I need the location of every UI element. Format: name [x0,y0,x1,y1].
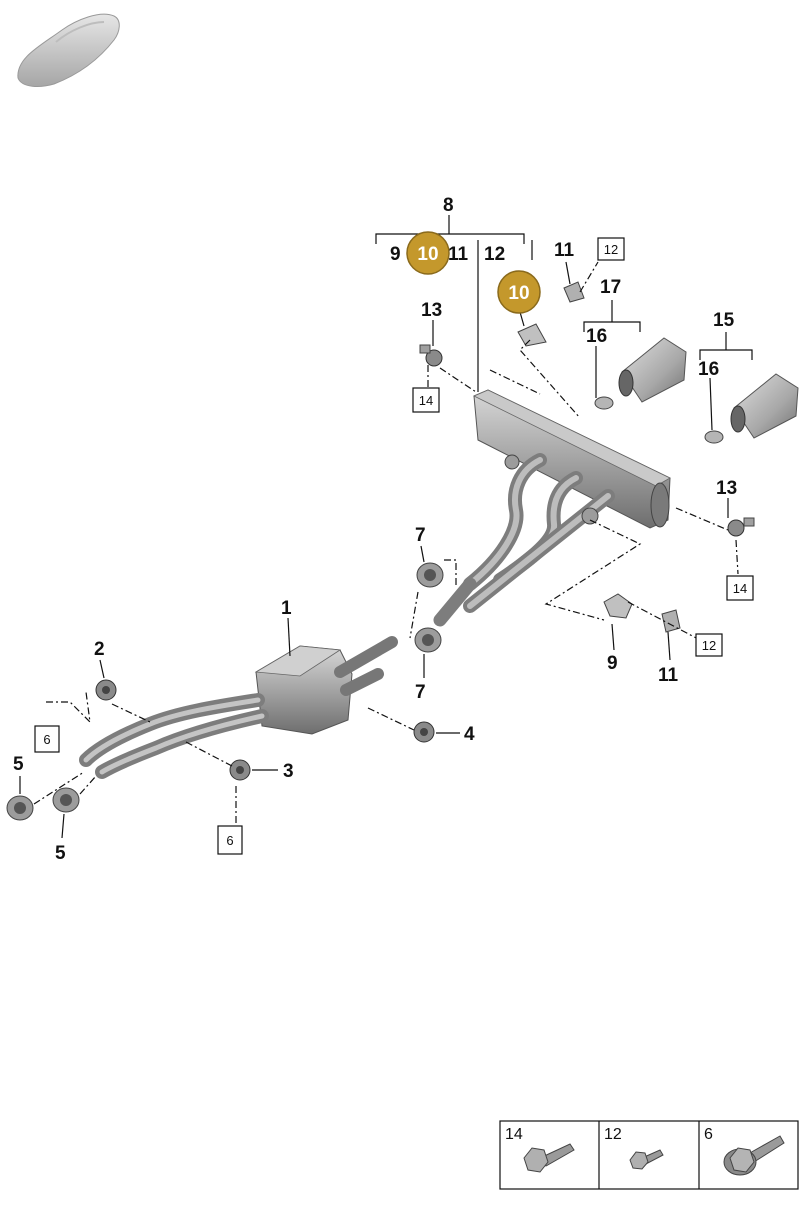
callout-13: 13 [716,478,737,499]
front-silencer [254,636,398,735]
boxed-ref-12-top: 12 [597,237,625,261]
clamp-16-left [594,396,614,410]
callouts: 8 9 11 12 11 13 17 16 15 16 13 7 1 2 9 1… [13,195,737,864]
svg-text:14: 14 [419,393,433,408]
legend-label-14: 14 [505,1126,523,1143]
callout-4: 4 [464,724,475,745]
clamp-front-bend [504,454,520,470]
callout-2: 2 [94,639,105,660]
callout-9: 9 [390,244,401,265]
callout-7: 7 [415,682,426,703]
callout-9: 9 [607,653,618,674]
callout-10: 10 [508,283,529,304]
hanger-13-upper [419,344,443,367]
callout-13: 13 [421,300,442,321]
clamp-5-right [52,787,80,813]
callout-7: 7 [415,525,426,546]
small-hex-bolt-icon [629,1149,664,1170]
legend-label-12: 12 [604,1126,622,1143]
callout-1: 1 [281,598,292,619]
rear-silencer [473,389,671,529]
boxed-ref-6-left: 6 [34,725,60,753]
boxed-ref-12-lower: 12 [695,633,723,657]
rubber-mount-4 [413,721,435,743]
clamp-7-upper [416,562,444,588]
tailpipe-tip-left [618,337,687,403]
callout-16: 16 [586,326,607,347]
boxed-ref-14-lower: 14 [726,575,754,601]
vehicle-thumbnail-icon [17,13,120,87]
flanged-hex-bolt-icon [723,1135,785,1176]
hanger-13-lower [727,517,755,537]
callout-3: 3 [283,761,294,782]
clamp-7-lower [414,627,442,653]
hardware-legend: 14 12 6 [499,1120,799,1190]
legend-label-6: 6 [704,1126,713,1143]
svg-text:14: 14 [733,581,747,596]
bracket-9-upper [517,323,547,347]
rubber-mount-2 [95,679,117,701]
callout-15: 15 [713,310,735,331]
clamp-5-left [6,795,34,821]
bracket-11-upper [563,281,585,303]
callout-12: 12 [484,244,505,265]
callout-8: 8 [443,195,454,216]
clamp-rear-pipe [581,507,599,525]
large-hex-bolt-icon [523,1143,575,1173]
svg-text:6: 6 [226,833,233,848]
callout-11: 11 [448,244,469,265]
callout-5: 5 [55,843,66,864]
callout-16: 16 [698,359,719,380]
highlight-badge-10-bracket[interactable]: 10 [406,231,450,275]
rubber-mount-3 [229,759,251,781]
callout-11: 11 [554,240,575,261]
svg-text:6: 6 [43,732,50,747]
bracket-9-lower [603,593,633,619]
tailpipe-tip-right [730,373,799,439]
bracket-11-lower [661,609,681,633]
leader-lines [19,215,753,839]
callout-10: 10 [417,244,438,265]
highlight-badge-10-part[interactable]: 10 [497,270,541,314]
callout-11: 11 [658,665,679,686]
svg-text:12: 12 [702,638,716,653]
svg-text:12: 12 [604,242,618,257]
callout-17: 17 [600,277,621,298]
clamp-16-right [704,430,724,444]
front-y-pipes [79,693,269,779]
boxed-ref-6-bottom: 6 [217,825,243,855]
callout-5: 5 [13,754,24,775]
boxed-ref-14-top: 14 [412,387,440,413]
